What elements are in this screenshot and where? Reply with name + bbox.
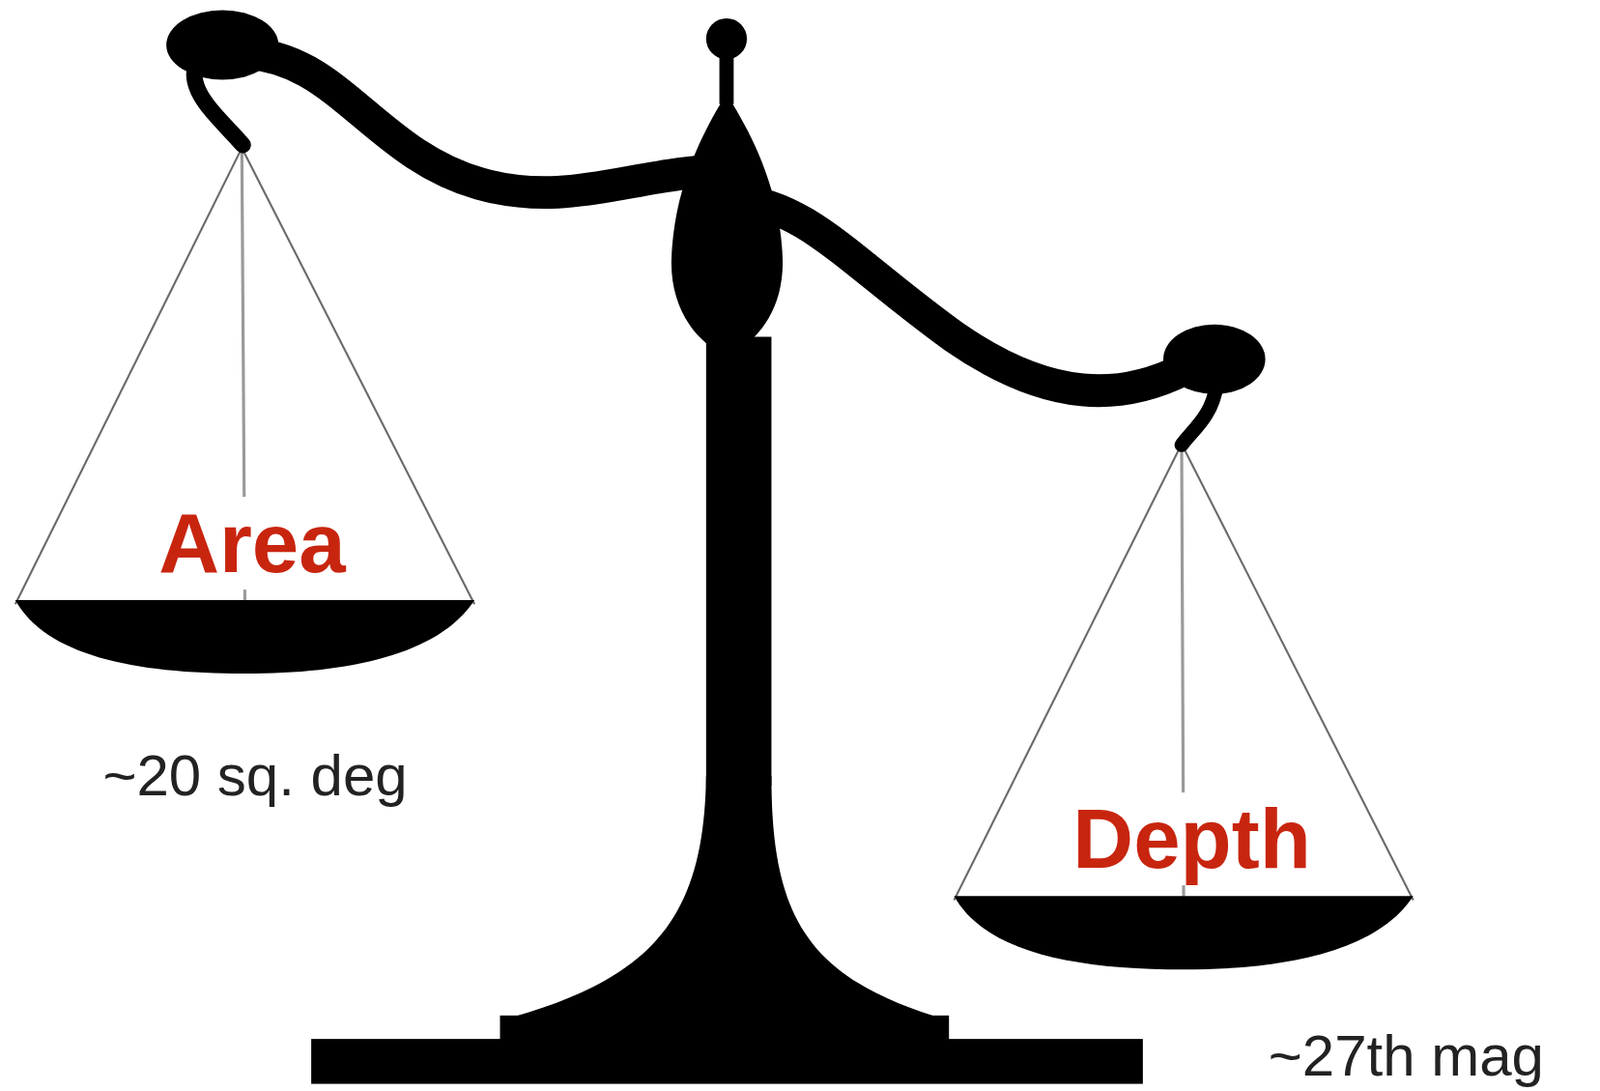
column <box>311 18 1143 1085</box>
area-value: ~20 sq. deg <box>96 743 413 808</box>
depth-value: ~27th mag <box>1262 1024 1550 1088</box>
pan-label: Area <box>152 496 351 590</box>
left-pan <box>15 600 475 674</box>
beam-knob <box>1163 324 1266 395</box>
pan-label: Depth <box>1066 792 1316 886</box>
beam <box>194 51 1217 446</box>
right-pan <box>953 895 1413 970</box>
beam-knob <box>166 10 279 81</box>
